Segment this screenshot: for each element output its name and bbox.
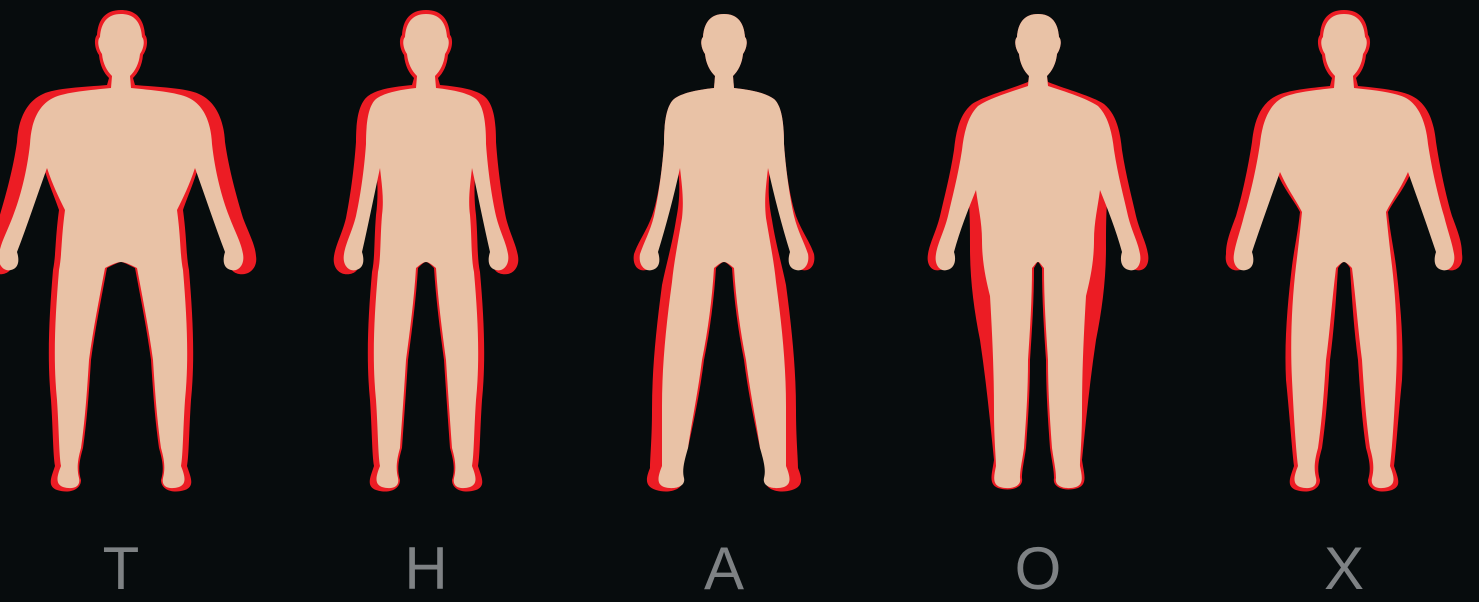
t-body-silhouette: [0, 14, 243, 488]
o-letter-label: O: [890, 537, 1186, 601]
body-type-a: A: [576, 0, 872, 601]
body-type-h: H: [278, 0, 574, 601]
x-letter-label: X: [1196, 537, 1479, 601]
a-figure-silhouette: [576, 0, 872, 520]
o-body-silhouette: [936, 14, 1141, 488]
h-body-silhouette: [344, 14, 509, 488]
o-figure-silhouette: [890, 0, 1186, 520]
body-type-t: T: [0, 0, 269, 601]
t-figure-silhouette: [0, 0, 269, 520]
h-letter-label: H: [278, 537, 574, 601]
x-body-silhouette: [1234, 14, 1455, 488]
h-figure-silhouette: [278, 0, 574, 520]
t-letter-label: T: [0, 537, 269, 601]
a-body-silhouette: [640, 14, 809, 488]
a-letter-label: A: [576, 537, 872, 601]
x-figure-silhouette: [1196, 0, 1479, 520]
body-type-o: O: [890, 0, 1186, 601]
body-type-x: X: [1196, 0, 1479, 601]
